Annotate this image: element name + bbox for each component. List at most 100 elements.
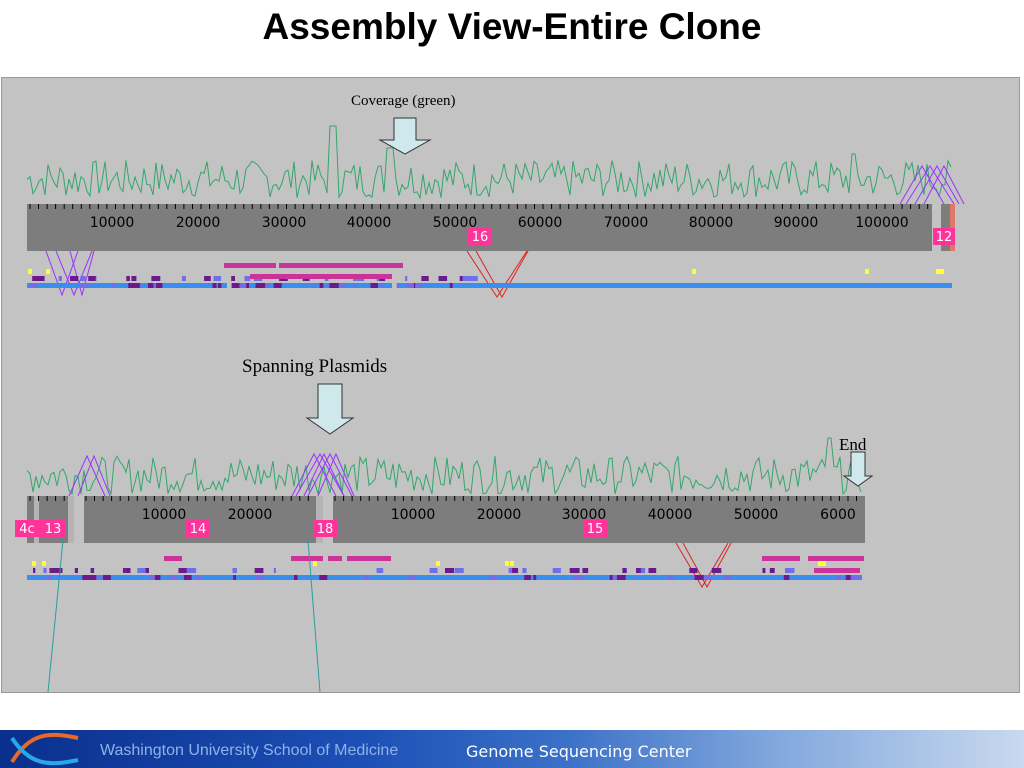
read-mark bbox=[90, 568, 95, 573]
read-mark bbox=[616, 575, 626, 580]
contig-label-15[interactable]: 15 bbox=[583, 520, 607, 537]
read-mark bbox=[151, 276, 160, 281]
plasmid-arc bbox=[291, 452, 337, 497]
read-mark bbox=[74, 568, 78, 573]
contig-label-4c[interactable]: 4c bbox=[15, 520, 39, 537]
read-mark bbox=[648, 568, 657, 573]
read-mark bbox=[239, 283, 247, 288]
read-tracks-1 bbox=[27, 263, 952, 288]
read-mark bbox=[184, 575, 192, 580]
read-mark bbox=[89, 575, 97, 580]
read-mark bbox=[33, 568, 36, 573]
contig-label-12[interactable]: 12 bbox=[933, 228, 955, 245]
read-mark bbox=[510, 561, 514, 566]
read-mark bbox=[88, 276, 96, 281]
read-mark bbox=[818, 561, 822, 566]
sequence-watermark bbox=[385, 732, 805, 739]
svg-text:16: 16 bbox=[472, 230, 489, 245]
track-1: 10000 20000 30000 40000 50000 60000 7000… bbox=[26, 125, 965, 299]
read-mark bbox=[213, 276, 221, 281]
read-mark bbox=[186, 568, 197, 573]
dna-helix-icon bbox=[10, 732, 79, 766]
ruler-ticks-2 bbox=[29, 496, 857, 501]
read-mark bbox=[244, 276, 251, 281]
tick-label: 90000 bbox=[774, 215, 819, 231]
read-mark bbox=[582, 568, 589, 573]
coverage-line-2 bbox=[26, 437, 862, 496]
read-mark bbox=[164, 556, 182, 561]
arrow-down-icon bbox=[305, 383, 355, 435]
read-mark bbox=[785, 568, 795, 573]
read-mark bbox=[273, 283, 282, 288]
read-mark bbox=[460, 276, 464, 281]
track-2: 10000 20000 10000 20000 30000 40000 5000… bbox=[15, 437, 865, 692]
tick-label: 30000 bbox=[562, 507, 607, 523]
read-mark bbox=[637, 568, 646, 573]
read-mark bbox=[449, 283, 453, 288]
read-mark bbox=[137, 568, 146, 573]
read-mark bbox=[940, 269, 944, 274]
read-mark bbox=[29, 283, 38, 288]
read-mark bbox=[691, 575, 694, 580]
plasmid-arc bbox=[899, 165, 945, 205]
read-mark bbox=[836, 575, 839, 580]
coverage-annotation: Coverage (green) bbox=[351, 93, 456, 109]
read-mark bbox=[711, 568, 722, 573]
read-mark bbox=[32, 561, 36, 566]
read-mark bbox=[364, 575, 369, 580]
arrow-down-icon bbox=[378, 117, 432, 155]
ruler-tick-labels-1: 10000 20000 30000 40000 50000 60000 7000… bbox=[90, 215, 909, 231]
read-mark bbox=[32, 276, 40, 281]
plasmid-arc bbox=[307, 452, 353, 497]
read-mark bbox=[609, 575, 613, 580]
contig-label-18[interactable]: 18 bbox=[313, 520, 337, 537]
read-mark bbox=[405, 283, 414, 288]
read-mark bbox=[204, 276, 211, 281]
read-mark bbox=[80, 283, 89, 288]
read-mark bbox=[250, 274, 392, 279]
read-mark bbox=[694, 575, 704, 580]
tick-label: 50000 bbox=[734, 507, 779, 523]
read-mark bbox=[233, 575, 236, 580]
read-mark bbox=[533, 575, 537, 580]
contig-label-16[interactable]: 16 bbox=[468, 228, 492, 245]
read-mark bbox=[194, 575, 202, 580]
read-mark bbox=[814, 568, 860, 573]
tick-label: 10000 bbox=[142, 507, 187, 523]
tick-label: 20000 bbox=[176, 215, 221, 231]
read-mark bbox=[328, 556, 342, 561]
read-mark bbox=[405, 276, 408, 281]
read-mark bbox=[42, 561, 46, 566]
svg-text:15: 15 bbox=[587, 522, 604, 537]
contig-label-13[interactable]: 13 bbox=[40, 520, 66, 537]
read-mark bbox=[723, 575, 731, 580]
read-mark bbox=[82, 575, 92, 580]
spanning-plasmids-annotation: Spanning Plasmids bbox=[242, 356, 388, 377]
read-mark bbox=[126, 276, 130, 281]
read-mark bbox=[273, 568, 276, 573]
read-mark bbox=[489, 575, 498, 580]
tick-label: 10000 bbox=[391, 507, 436, 523]
contig-label-14[interactable]: 14 bbox=[186, 520, 210, 537]
read-mark bbox=[505, 561, 509, 566]
read-mark bbox=[845, 575, 851, 580]
read-mark bbox=[123, 568, 126, 573]
link-line-2 bbox=[307, 539, 321, 692]
read-mark bbox=[329, 283, 339, 288]
read-mark bbox=[689, 568, 698, 573]
coverage-line-1 bbox=[26, 125, 952, 200]
read-mark bbox=[96, 575, 102, 580]
svg-text:12: 12 bbox=[936, 230, 953, 245]
read-mark bbox=[231, 276, 235, 281]
read-mark bbox=[148, 283, 154, 288]
read-mark bbox=[552, 568, 561, 573]
plasmid-arc bbox=[914, 165, 960, 205]
read-mark bbox=[808, 556, 864, 561]
read-mark bbox=[319, 283, 324, 288]
plasmid-arc bbox=[675, 542, 729, 588]
read-mark bbox=[80, 276, 86, 281]
read-mark bbox=[769, 568, 775, 573]
read-mark bbox=[154, 575, 161, 580]
plasmid-arc bbox=[77, 454, 111, 497]
read-mark bbox=[454, 568, 464, 573]
